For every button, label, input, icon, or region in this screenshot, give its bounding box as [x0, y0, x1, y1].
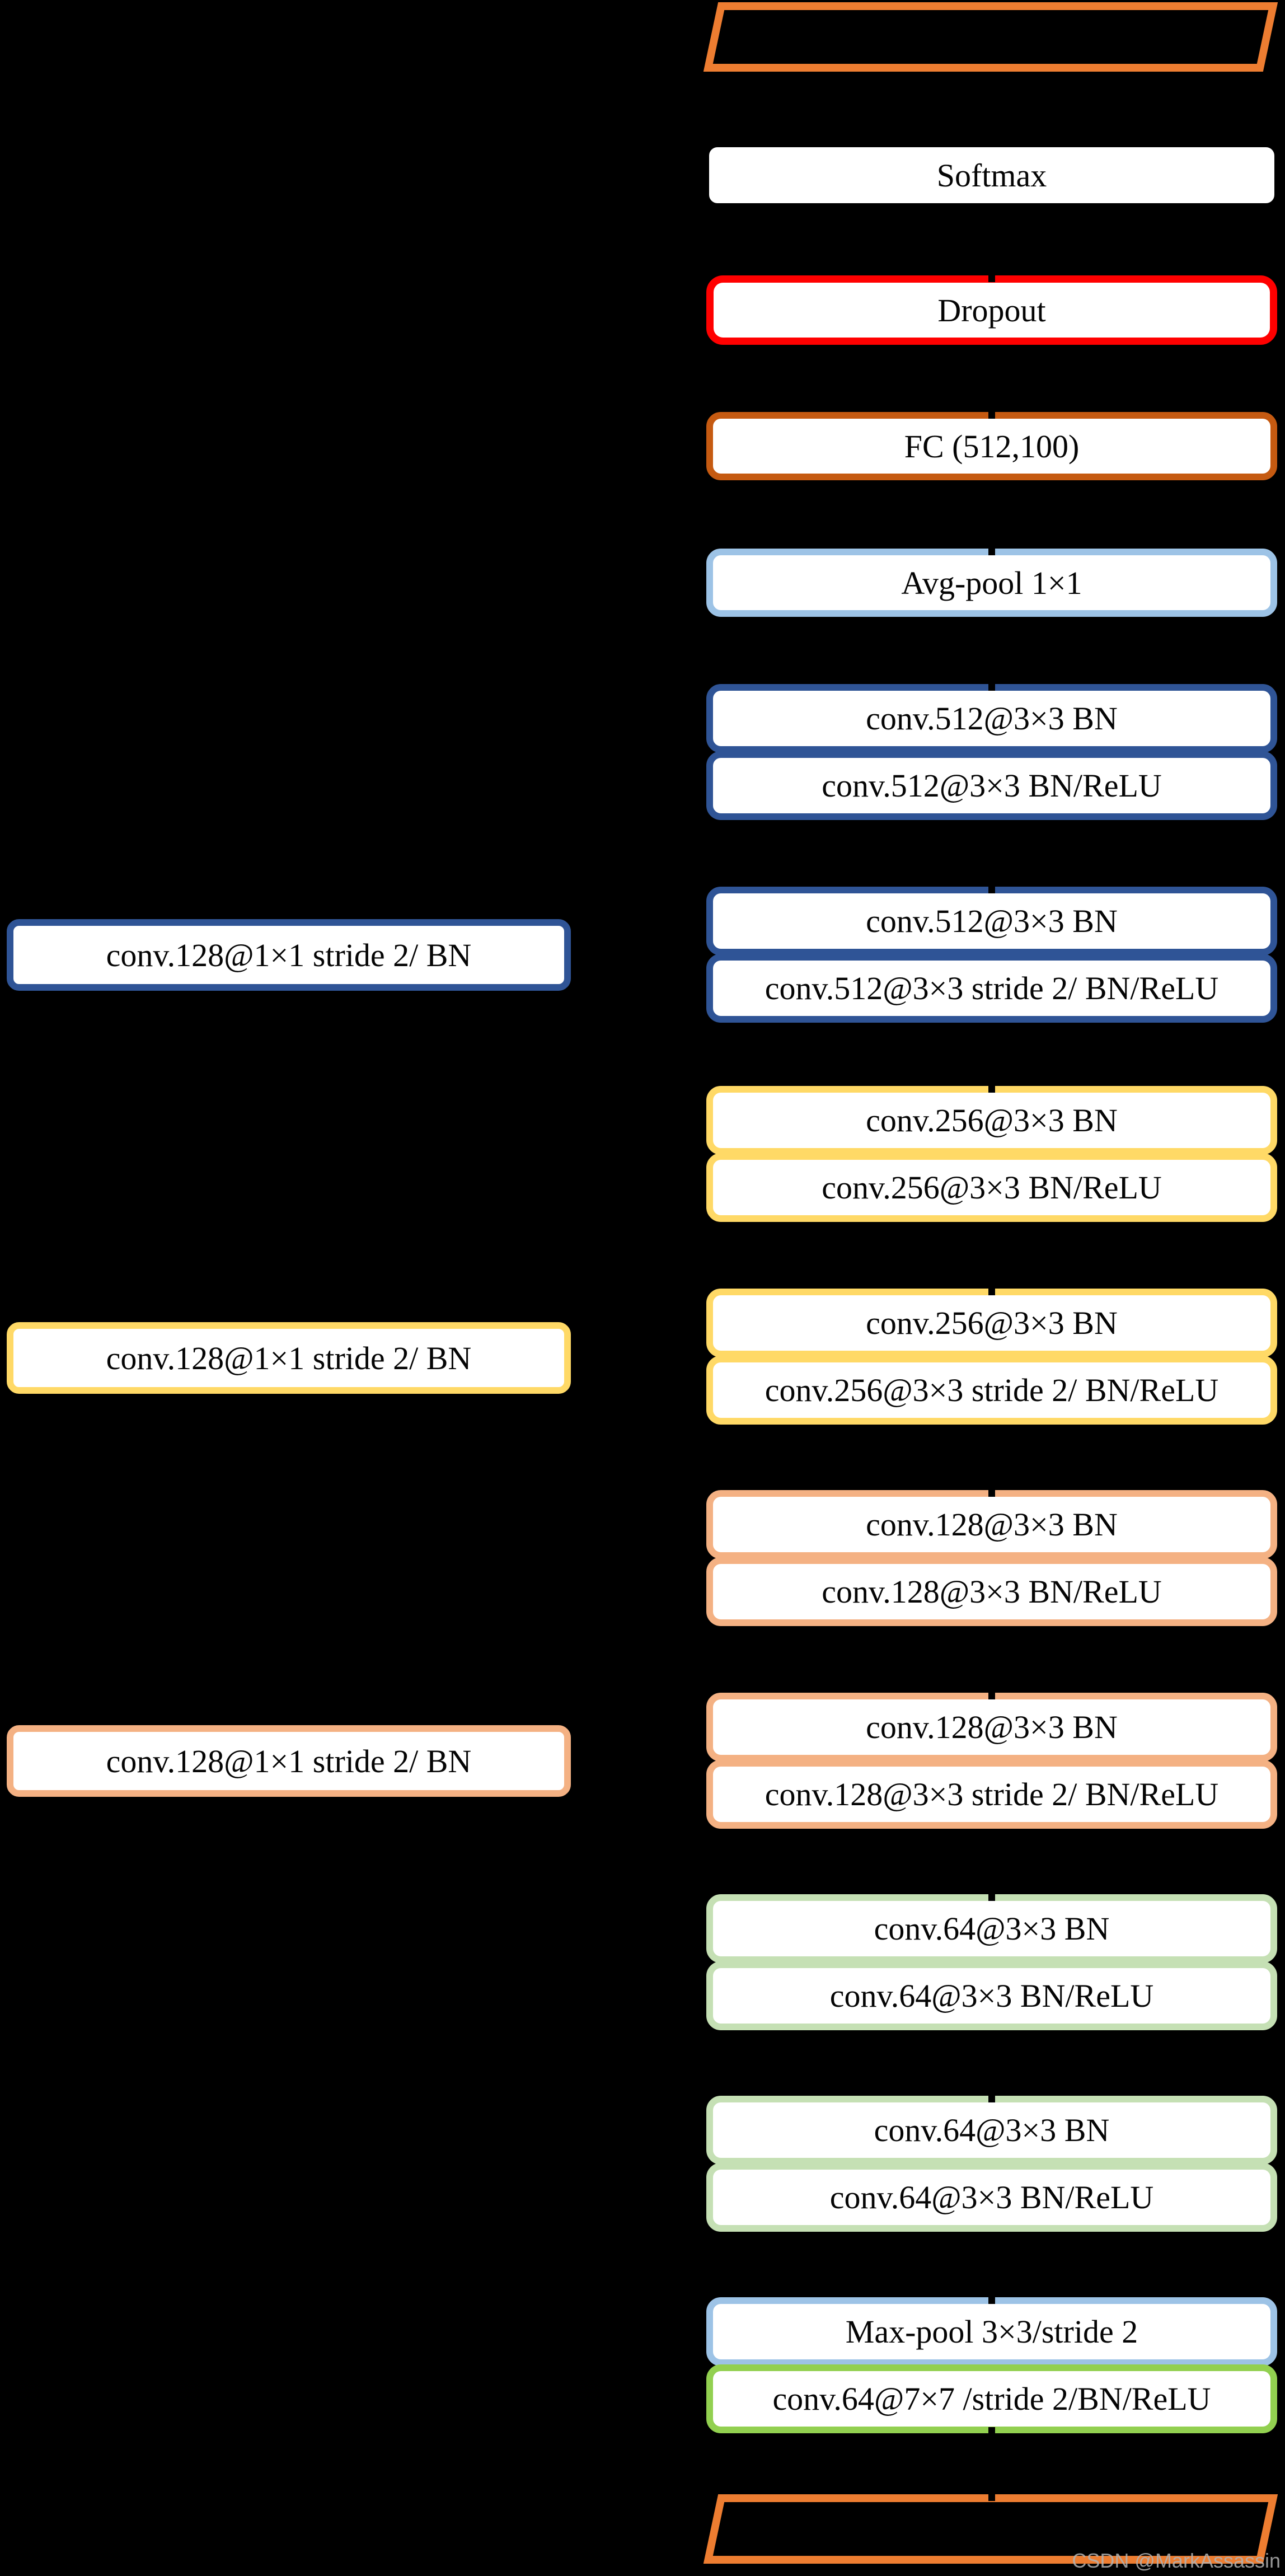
conv-layer-box: conv.256@3×3 stride 2/ BN/ReLU: [706, 1356, 1277, 1425]
conv-layer-box: conv.128@3×3 BN: [706, 1693, 1277, 1762]
conv-layer-box: conv.512@3×3 BN/ReLU: [706, 751, 1277, 820]
shortcut-label: conv.128@1×1 stride 2/ BN: [106, 1743, 472, 1779]
conv-layer-label: conv.256@3×3 BN: [866, 1102, 1118, 1139]
stem-block: Max-pool 3×3/stride 2 conv.64@7×7 /strid…: [706, 2297, 1277, 2433]
connector-tick: [988, 271, 995, 282]
avgpool-box: Avg-pool 1×1: [706, 549, 1277, 617]
connector-tick: [988, 882, 995, 893]
res-block-128-2: conv.128@3×3 BN conv.128@3×3 stride 2/ B…: [706, 1693, 1277, 1829]
connector-tick: [988, 1688, 995, 1699]
conv-layer-box: conv.64@3×3 BN/ReLU: [706, 1961, 1277, 2030]
shortcut-box-256: conv.128@1×1 stride 2/ BN: [7, 1322, 571, 1394]
conv-layer-label: conv.256@3×3 BN: [866, 1305, 1118, 1341]
stem-conv-box: conv.64@7×7 /stride 2/BN/ReLU: [706, 2364, 1277, 2433]
shortcut-box-512: conv.128@1×1 stride 2/ BN: [7, 919, 571, 991]
conv-layer-label: conv.128@3×3 BN: [866, 1506, 1118, 1543]
res-block-512-1: conv.512@3×3 BN conv.512@3×3 BN/ReLU: [706, 684, 1277, 820]
conv-layer-label: conv.128@3×3 BN: [866, 1709, 1118, 1745]
conv-layer-box: conv.64@3×3 BN: [706, 1894, 1277, 1963]
dropout-label: Dropout: [937, 292, 1046, 329]
conv-layer-label: conv.64@3×3 BN/ReLU: [829, 2179, 1154, 2216]
fc-label: FC (512,100): [904, 428, 1080, 465]
res-block-256-2: conv.256@3×3 BN conv.256@3×3 stride 2/ B…: [706, 1289, 1277, 1425]
connector-tick: [988, 1081, 995, 1093]
connector-tick: [988, 2427, 995, 2438]
res-block-256-1: conv.256@3×3 BN conv.256@3×3 BN/ReLU: [706, 1086, 1277, 1222]
connector-tick: [988, 408, 995, 419]
conv-layer-box: conv.512@3×3 BN: [706, 684, 1277, 753]
conv-layer-label: conv.64@3×3 BN: [874, 1910, 1110, 1947]
conv-layer-box: conv.512@3×3 BN: [706, 887, 1277, 956]
conv-layer-box: conv.64@3×3 BN: [706, 2096, 1277, 2165]
fc-box: FC (512,100): [706, 412, 1277, 480]
res-block-512-2: conv.512@3×3 BN conv.512@3×3 stride 2/ B…: [706, 887, 1277, 1023]
connector-tick: [988, 2091, 995, 2102]
connector-tick: [988, 1284, 995, 1295]
conv-layer-label: conv.512@3×3 BN: [866, 903, 1118, 939]
maxpool-label: Max-pool 3×3/stride 2: [845, 2313, 1138, 2350]
conv-layer-label: conv.256@3×3 stride 2/ BN/ReLU: [765, 1372, 1219, 1408]
softmax-box: Softmax: [706, 144, 1277, 206]
dropout-box: Dropout: [706, 275, 1277, 345]
conv-layer-label: conv.512@3×3 BN: [866, 700, 1118, 737]
stem-conv-label: conv.64@7×7 /stride 2/BN/ReLU: [772, 2381, 1211, 2417]
connector-tick: [988, 2293, 995, 2304]
res-block-64-2: conv.64@3×3 BN conv.64@3×3 BN/ReLU: [706, 2096, 1277, 2232]
conv-layer-box: conv.256@3×3 BN/ReLU: [706, 1153, 1277, 1222]
conv-layer-box: conv.256@3×3 BN: [706, 1289, 1277, 1357]
connector-tick: [988, 680, 995, 691]
conv-layer-label: conv.64@3×3 BN: [874, 2112, 1110, 2148]
conv-layer-box: conv.256@3×3 BN: [706, 1086, 1277, 1155]
watermark: CSDN @MarkAssassin: [1072, 2549, 1281, 2572]
shortcut-label: conv.128@1×1 stride 2/ BN: [106, 1339, 472, 1376]
conv-layer-box: conv.128@3×3 BN: [706, 1490, 1277, 1559]
maxpool-box: Max-pool 3×3/stride 2: [706, 2297, 1277, 2366]
conv-layer-label: conv.128@3×3 BN/ReLU: [822, 1573, 1162, 1610]
connector-tick: [988, 2490, 995, 2501]
connector-tick: [988, 544, 995, 555]
res-block-64-1: conv.64@3×3 BN conv.64@3×3 BN/ReLU: [706, 1894, 1277, 2030]
conv-layer-label: conv.64@3×3 BN/ReLU: [829, 1978, 1154, 2014]
shortcut-label: conv.128@1×1 stride 2/ BN: [106, 936, 472, 973]
conv-layer-box: conv.512@3×3 stride 2/ BN/ReLU: [706, 954, 1277, 1023]
avgpool-label: Avg-pool 1×1: [901, 564, 1082, 601]
shortcut-box-128: conv.128@1×1 stride 2/ BN: [7, 1725, 571, 1797]
conv-layer-label: conv.512@3×3 BN/ReLU: [822, 767, 1162, 804]
conv-layer-box: conv.64@3×3 BN/ReLU: [706, 2163, 1277, 2232]
softmax-label: Softmax: [936, 157, 1047, 194]
conv-layer-label: conv.128@3×3 stride 2/ BN/ReLU: [765, 1776, 1219, 1812]
res-block-128-1: conv.128@3×3 BN conv.128@3×3 BN/ReLU: [706, 1490, 1277, 1626]
conv-layer-label: conv.256@3×3 BN/ReLU: [822, 1169, 1162, 1206]
conv-layer-label: conv.512@3×3 stride 2/ BN/ReLU: [765, 970, 1219, 1006]
conv-layer-box: conv.128@3×3 stride 2/ BN/ReLU: [706, 1760, 1277, 1829]
connector-tick: [988, 1486, 995, 1497]
connector-tick: [988, 1890, 995, 1901]
io-parallelogram-top: [703, 2, 1278, 72]
conv-layer-box: conv.128@3×3 BN/ReLU: [706, 1557, 1277, 1626]
